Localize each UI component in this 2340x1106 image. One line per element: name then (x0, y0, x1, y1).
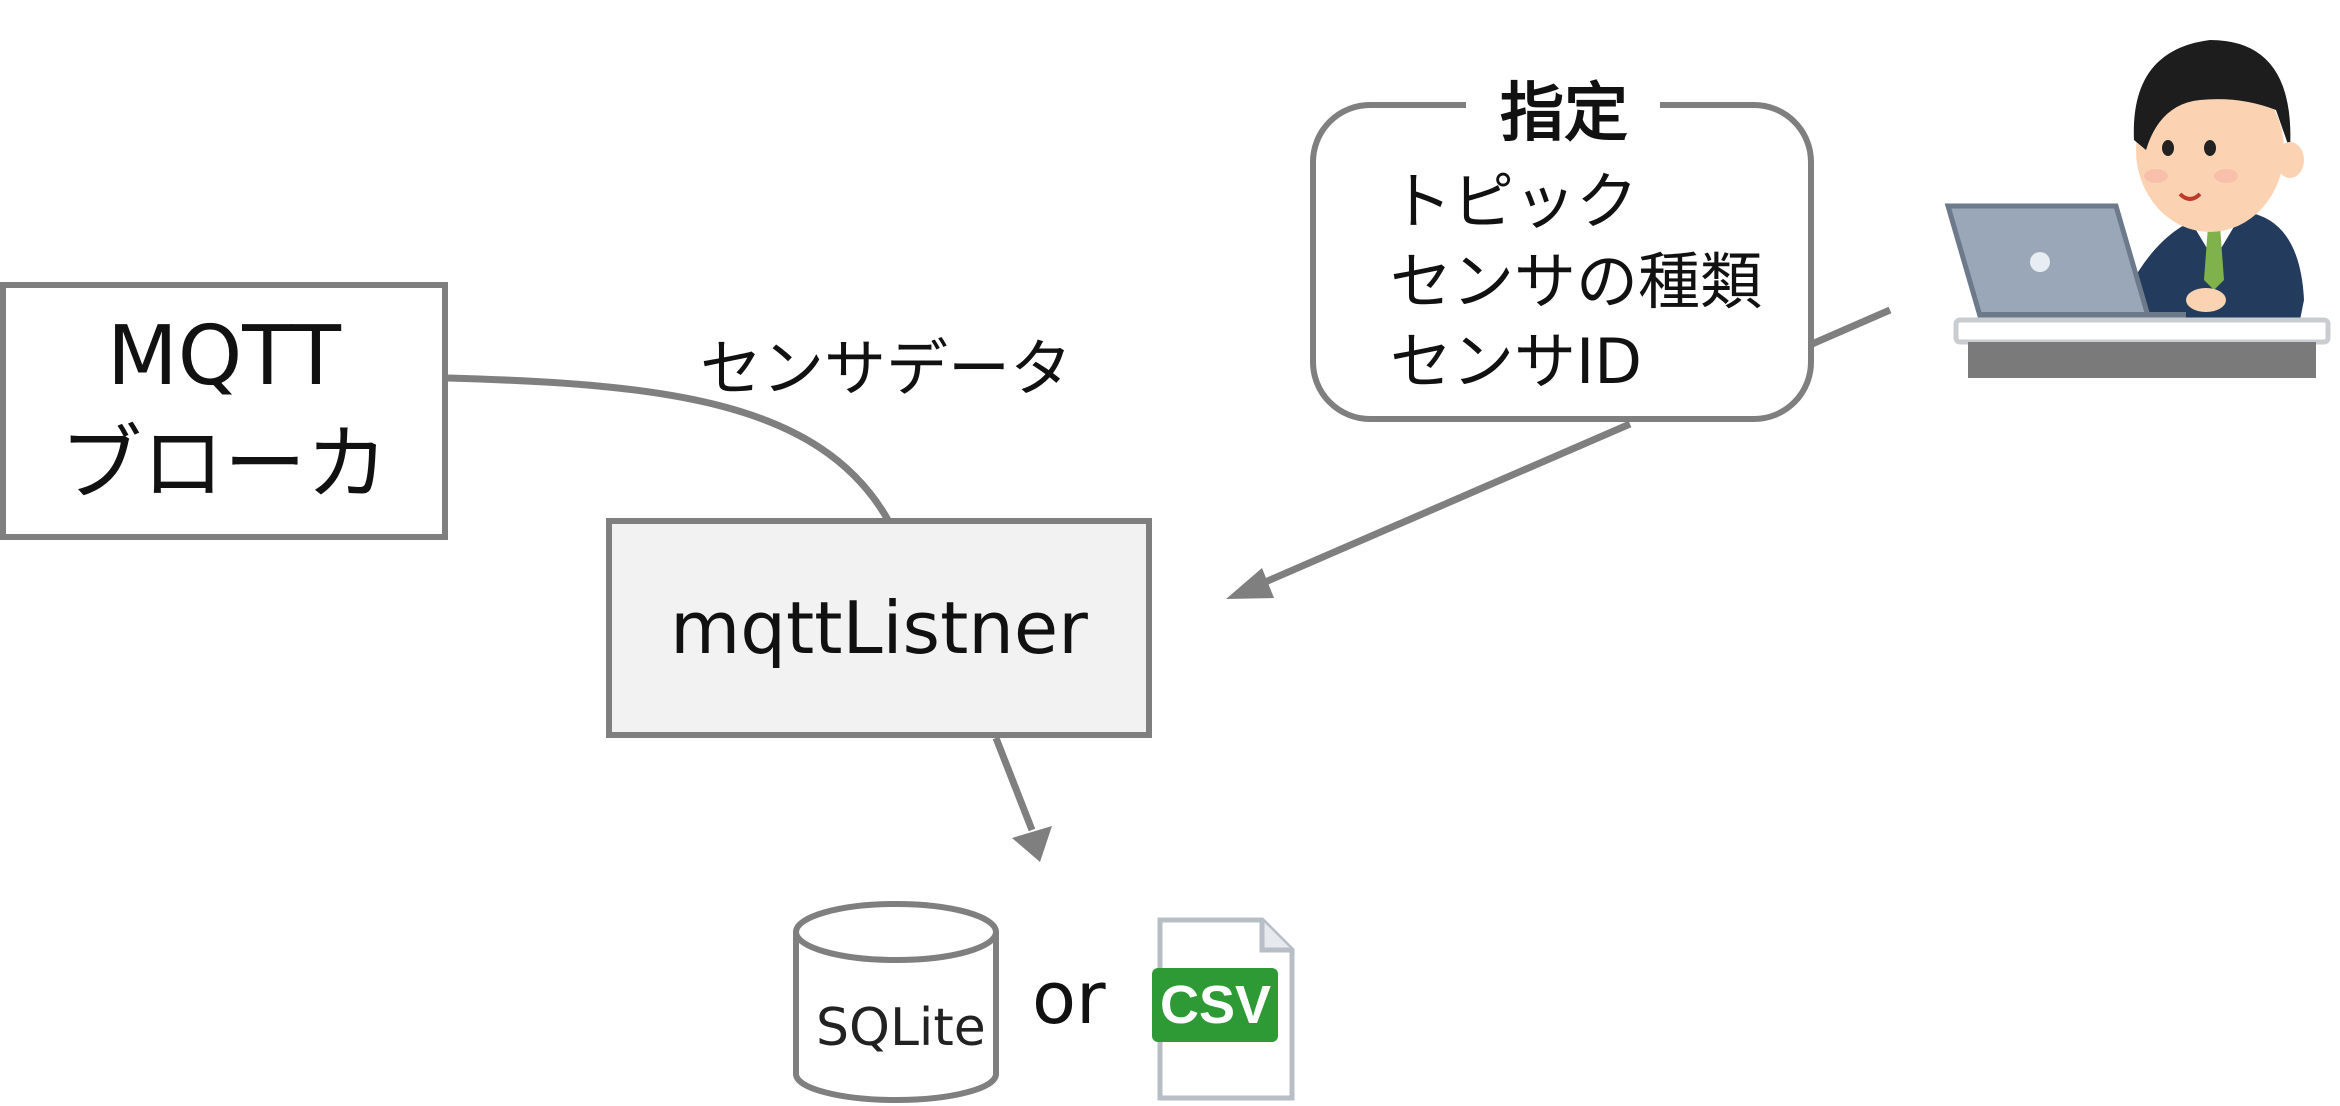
broker-label-line-1: MQTT (106, 309, 342, 404)
listener-label: mqttListner (670, 586, 1088, 670)
bubble-item-list: トピック センサの種類 センサID (1390, 162, 1762, 402)
specification-bubble (1310, 102, 1814, 422)
bubble-title: 指定 (1500, 77, 1628, 151)
csv-file-icon (1152, 917, 1295, 1101)
bubble-item: トピック (1390, 165, 1639, 238)
spec-arrow-line (1254, 420, 1632, 590)
or-label: or (1032, 956, 1106, 1040)
sqlite-database-icon (793, 901, 999, 1103)
sqlite-label: SQLite (816, 998, 986, 1058)
output-arrow-head (1012, 826, 1052, 862)
mqtt-broker-box: MQTT ブローカ (0, 282, 448, 540)
spec-arrow-head (1226, 568, 1274, 599)
bubble-title-background (1466, 70, 1660, 130)
broker-label-line-2: ブローカ (59, 417, 388, 512)
bubble-item: センサID (1390, 325, 1643, 398)
mqtt-listener-box: mqttListner (606, 518, 1152, 738)
user-to-bubble-line (1810, 306, 1892, 348)
sensor-data-flow-line (447, 374, 892, 522)
user-at-laptop-icon (1944, 40, 2331, 378)
bubble-item: センサの種類 (1390, 245, 1763, 318)
csv-label: CSV (1160, 975, 1272, 1035)
sensor-data-label: センサデータ (700, 332, 1073, 405)
output-arrow-line (992, 736, 1036, 832)
